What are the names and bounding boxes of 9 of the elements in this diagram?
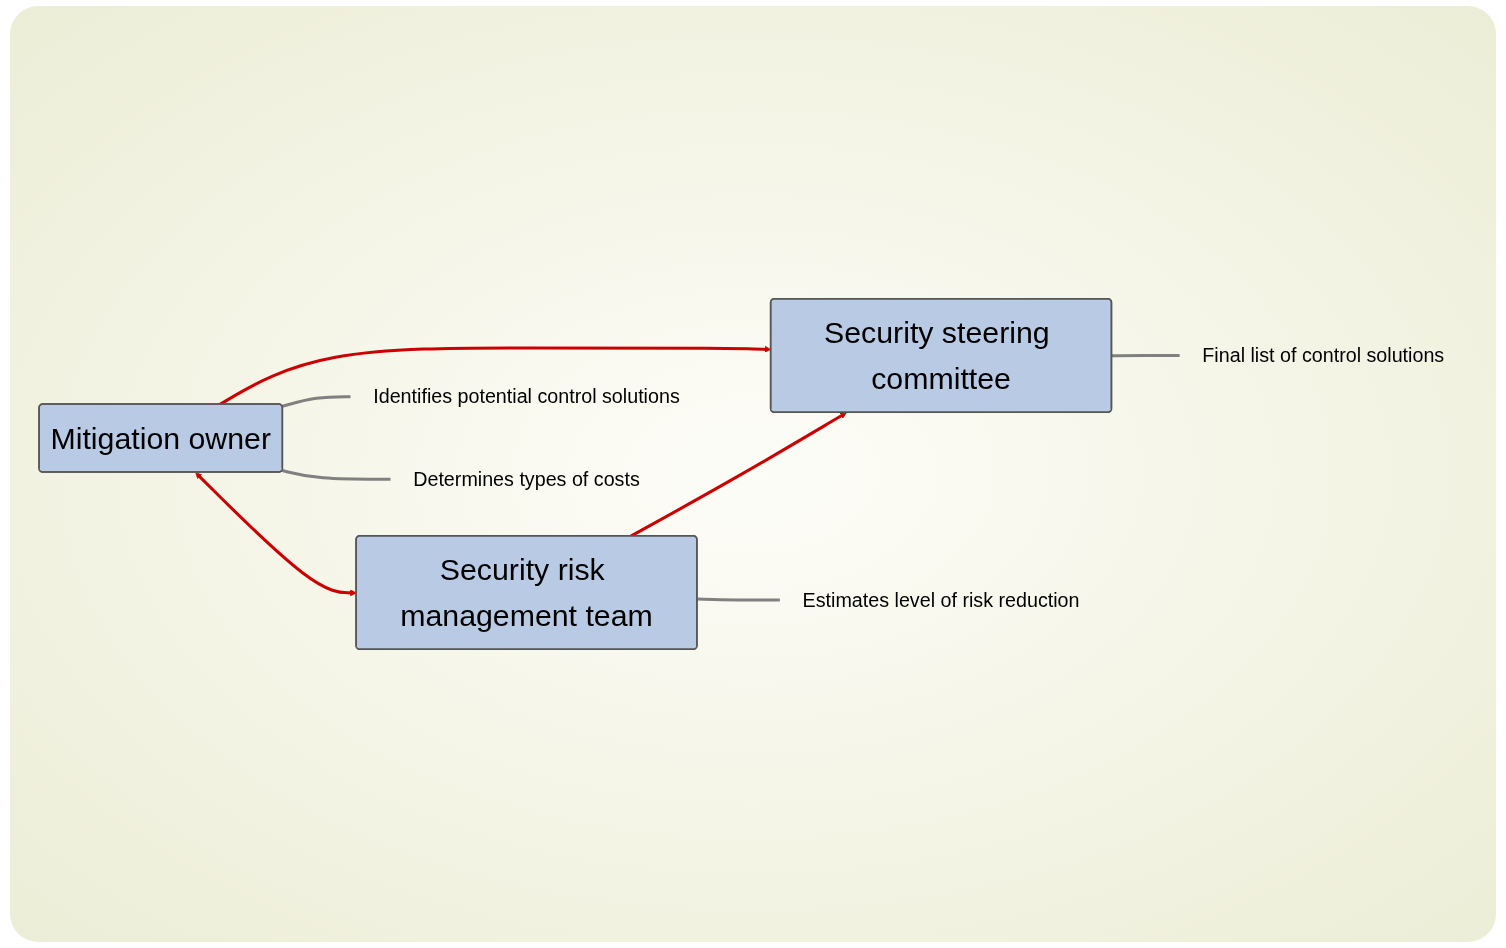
connector — [1111, 353, 1180, 358]
node-text: Determines types of costs — [413, 467, 640, 491]
connector — [281, 469, 391, 481]
connector — [697, 597, 780, 602]
connector — [281, 395, 351, 408]
node-text: Final list of control solutions — [1202, 343, 1445, 367]
node-text: Estimates level of risk reduction — [802, 588, 1080, 612]
arrow — [195, 472, 357, 597]
node-text: Identifies potential control solutions — [373, 385, 680, 408]
